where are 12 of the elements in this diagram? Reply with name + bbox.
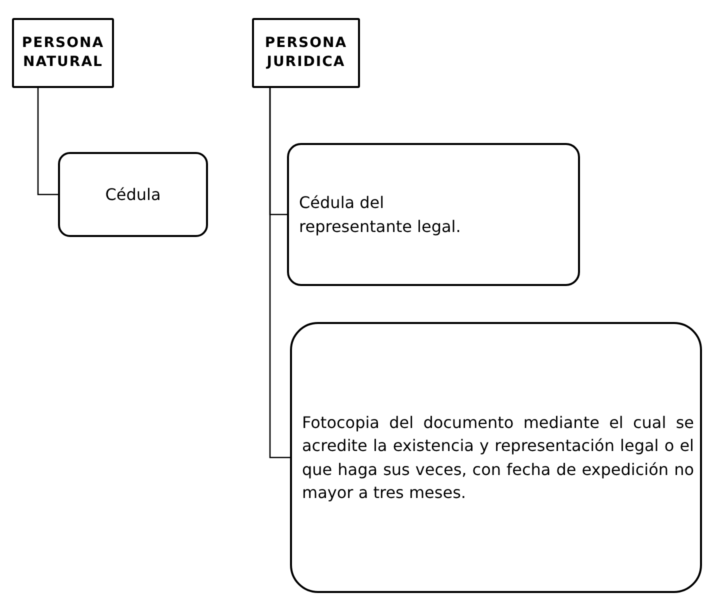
connector-line xyxy=(269,88,290,458)
heading-text: PERSONA NATURAL xyxy=(20,34,106,72)
document-box xyxy=(287,143,580,286)
heading-text: PERSONA JURIDICA xyxy=(264,34,348,72)
requirement-text: Cédula del representante legal. xyxy=(299,192,462,238)
document-box xyxy=(58,152,208,237)
heading-box xyxy=(252,18,360,88)
document-box xyxy=(290,322,702,593)
connector-line xyxy=(37,88,58,196)
requirement-text: Fotocopia del documento mediante el cual se acredite la existencia y representación legal o el que haga sus veces, con fecha de expedición no mayor a tres meses. xyxy=(302,412,694,504)
requirement-text: Cédula xyxy=(105,185,161,204)
heading-box xyxy=(12,18,114,88)
